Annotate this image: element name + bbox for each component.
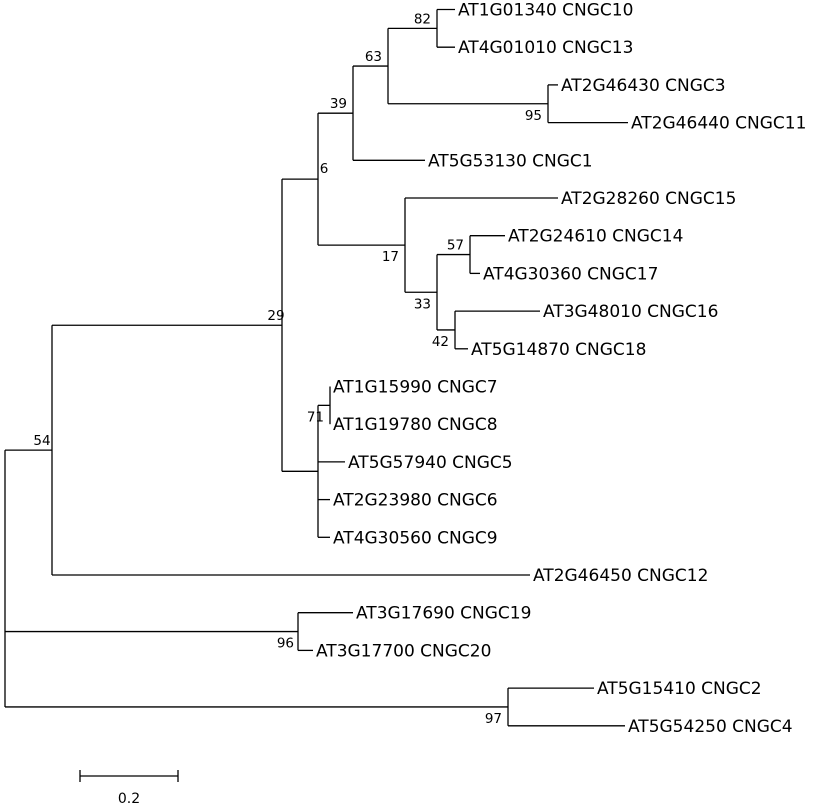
bootstrap-value: 71	[307, 409, 324, 425]
leaf-label: AT5G57940 CNGC5	[348, 453, 513, 473]
leaf-label: AT2G46440 CNGC11	[631, 114, 806, 134]
leaf-label: AT2G24610 CNGC14	[508, 227, 683, 247]
leaf-label: AT1G01340 CNGC10	[458, 1, 633, 21]
bootstrap-value: 6	[320, 161, 329, 177]
leaf-label: AT2G46450 CNGC12	[533, 566, 708, 586]
bootstrap-value: 63	[365, 49, 382, 65]
leaf-label: AT3G17690 CNGC19	[356, 604, 531, 624]
leaf-label: AT2G23980 CNGC6	[333, 491, 498, 511]
bootstrap-value: 39	[330, 96, 347, 112]
leaf-label: AT2G46430 CNGC3	[561, 76, 726, 96]
scale-bar-label: 0.2	[118, 791, 140, 805]
leaf-label: AT3G48010 CNGC16	[543, 302, 718, 322]
tree-branches	[4, 8, 628, 727]
scale-bar: 0.2	[79, 770, 179, 805]
bootstrap-value: 17	[382, 249, 399, 265]
leaf-label: AT5G15410 CNGC2	[597, 679, 762, 699]
leaf-label: AT5G53130 CNGC1	[428, 151, 593, 171]
leaf-label: AT3G17700 CNGC20	[316, 641, 491, 661]
leaf-label: AT4G30560 CNGC9	[333, 528, 498, 548]
leaf-label: AT4G30360 CNGC17	[483, 264, 658, 284]
bootstrap-value: 82	[414, 11, 431, 27]
bootstrap-value: 57	[447, 238, 464, 254]
bootstrap-values: 82 95 63 39 57 42 33 17 6 71 29 54 96 97	[33, 11, 542, 727]
leaf-label: AT5G14870 CNGC18	[471, 340, 646, 360]
bootstrap-value: 54	[33, 433, 50, 449]
bootstrap-value: 33	[414, 296, 431, 312]
bootstrap-value: 96	[277, 636, 294, 652]
bootstrap-value: 95	[525, 108, 542, 124]
leaf-label: AT2G28260 CNGC15	[561, 189, 736, 209]
bootstrap-value: 42	[432, 334, 449, 350]
leaf-label: AT1G19780 CNGC8	[333, 415, 498, 435]
bootstrap-value: 97	[485, 711, 502, 727]
leaf-label: AT1G15990 CNGC7	[333, 378, 498, 398]
bootstrap-value: 29	[267, 308, 284, 324]
leaf-label: AT5G54250 CNGC4	[628, 717, 793, 737]
leaf-label: AT4G01010 CNGC13	[458, 38, 633, 58]
